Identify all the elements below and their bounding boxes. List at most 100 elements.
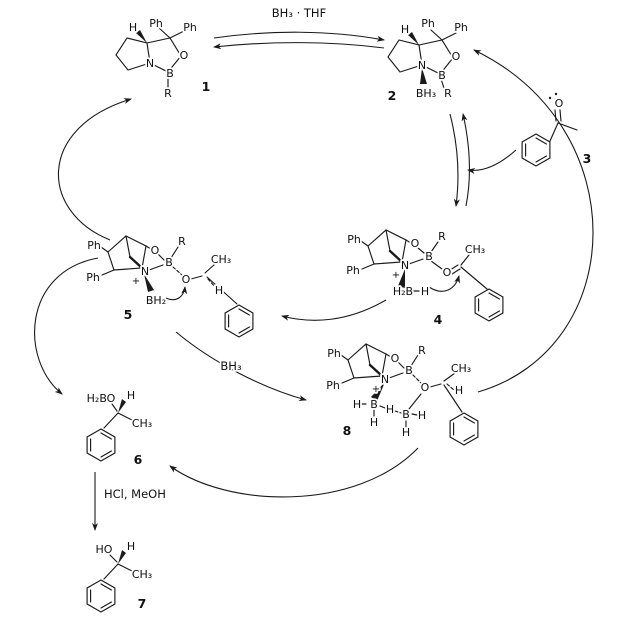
atom-label-o: O — [452, 50, 461, 63]
wedge-bond — [118, 399, 126, 413]
atom-label-bh2: BH₂ — [146, 294, 166, 307]
atom-label-h: H — [455, 384, 463, 397]
arrow-5-to-8 — [175, 331, 307, 402]
bond — [388, 372, 404, 379]
bond — [100, 246, 115, 276]
wedge-bond — [420, 68, 427, 84]
bond — [103, 563, 119, 580]
bond — [405, 239, 412, 244]
lone-pair-dot — [548, 96, 552, 100]
compound-number: 1 — [202, 79, 211, 94]
atom-label-h: H — [215, 284, 223, 297]
cage-bond-bold — [368, 363, 384, 378]
cage-bond — [367, 229, 407, 265]
atom-label-b: B — [425, 250, 433, 263]
atom-label-b: B — [370, 398, 378, 411]
atom-label-n: N — [381, 373, 389, 386]
arrow-hydride-transfer — [428, 275, 460, 292]
atom-label-ph: Ph — [421, 17, 435, 30]
atom-label-n: N — [146, 57, 154, 70]
atom-label-b: B — [405, 364, 413, 377]
bond — [408, 393, 422, 410]
arrow-4-to-5 — [281, 299, 387, 321]
bond — [146, 37, 182, 73]
atom-label-ch3: CH₃ — [451, 362, 471, 375]
wedge-bond — [136, 30, 147, 43]
atom-label-h: H — [386, 403, 394, 416]
arrow-8-to-6 — [169, 447, 419, 498]
bond — [117, 563, 133, 572]
compound-number: 8 — [343, 423, 352, 438]
atom-label-r: R — [438, 230, 446, 243]
atom-label-b: B — [166, 67, 174, 80]
atom-label-h: H — [401, 23, 409, 36]
compound-5-alkoxide-complex: Ph Ph O N + B R O H CH₃ BH₂ 5 — [84, 233, 254, 338]
atom-label-ph: Ph — [326, 379, 340, 392]
compound-2-borane-adduct: Ph Ph H N B O R BH₃ 2 — [386, 15, 470, 105]
arrow-5-to-1 — [57, 98, 132, 241]
bond — [340, 354, 355, 384]
atom-label-r: R — [444, 87, 452, 100]
dashed-bond — [207, 278, 216, 288]
compound-number: 2 — [388, 88, 397, 103]
compound-number: 7 — [138, 596, 147, 611]
benzene-ring — [86, 428, 116, 462]
bond — [460, 254, 470, 266]
wedge-bond — [398, 269, 405, 288]
bond — [443, 384, 463, 413]
bond — [417, 247, 425, 254]
atom-label-o: O — [391, 352, 400, 365]
cage-bond — [365, 343, 371, 366]
atom-label-n: N — [401, 259, 409, 272]
atom-label-r: R — [164, 87, 172, 100]
atom-label-h2b: H₂B — [393, 285, 413, 298]
bond — [429, 383, 442, 388]
bond — [549, 122, 559, 142]
atom-label-o: O — [180, 49, 189, 62]
benzene-ring — [521, 133, 551, 167]
atom-label-n: N — [141, 265, 149, 278]
bond — [111, 403, 118, 412]
atom-label-o: O — [421, 381, 430, 394]
bond — [430, 260, 443, 270]
bond — [430, 241, 439, 253]
atom-label-o: O — [443, 266, 452, 279]
bond — [410, 354, 419, 367]
arrow-equilibrium-2-4-down — [449, 113, 460, 207]
atom-label-h: H — [129, 21, 137, 34]
wedge-bond — [118, 550, 126, 564]
bond — [190, 275, 203, 280]
bond — [360, 240, 375, 270]
bond — [439, 75, 445, 89]
benzene-ring — [86, 579, 116, 613]
atom-label-o: O — [555, 97, 564, 110]
arrow-equilibrium-1-2-forward — [213, 31, 385, 42]
compound-number: 4 — [434, 312, 443, 327]
compound-7-phenylethanol: HO H CH₃ 7 — [86, 538, 154, 613]
bond — [148, 264, 164, 271]
bond — [408, 258, 424, 265]
wedge-bond — [371, 382, 385, 401]
dashed-bond — [446, 383, 455, 391]
cage-bond — [125, 235, 131, 258]
charge-plus: + — [132, 276, 140, 287]
bond — [460, 266, 488, 290]
label-bh3-thf: BH₃ · THF — [272, 6, 326, 20]
cage-bond-bold — [128, 255, 144, 270]
atom-label-ph: Ph — [454, 21, 468, 34]
atom-label-ph: Ph — [183, 21, 197, 34]
double-bond — [554, 109, 562, 122]
dashed-bond — [394, 410, 402, 414]
benzene-ring — [449, 412, 479, 446]
compound-8-borane-alkoxide-complex: Ph Ph O N + B R O B H H H B H H H CH₃ 8 — [324, 342, 479, 446]
dashed-bond — [412, 374, 422, 384]
bond — [557, 122, 578, 131]
atom-label-ph: Ph — [346, 264, 360, 277]
atom-label-ph: Ph — [149, 17, 163, 30]
arrow-5-to-6 — [34, 257, 99, 395]
atom-label-ph: Ph — [327, 347, 341, 360]
cage-bond — [347, 343, 387, 379]
charge-plus: + — [392, 270, 400, 281]
